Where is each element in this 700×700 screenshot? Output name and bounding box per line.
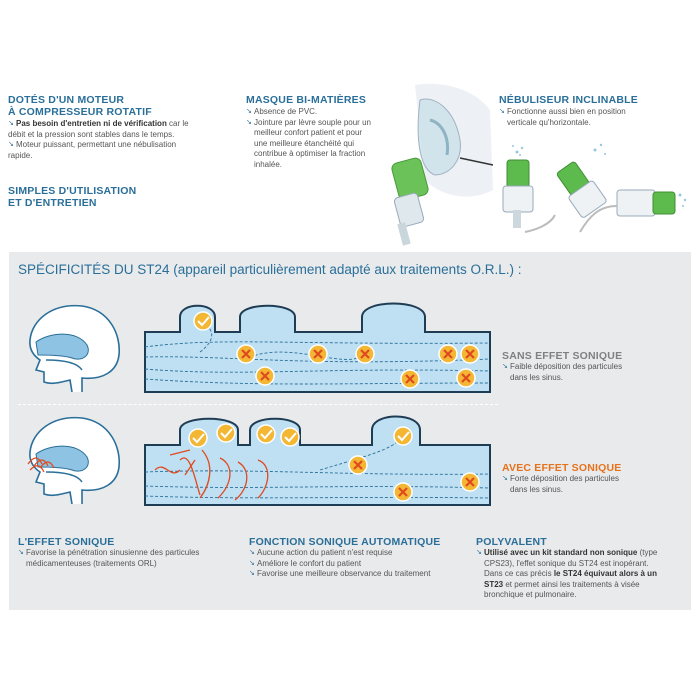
nebuliseur-bullet-1: ↘ Fonctionne aussi bien en position vert… (499, 107, 626, 127)
effet-sonique-title: L'EFFET SONIQUE (18, 536, 115, 548)
fonction-bullet-1: ↘Aucune action du patient n'est requise (249, 548, 393, 557)
feature-nebuliseur: NÉBULISEUR INCLINABLE ↘ Fonctionne aussi… (499, 94, 689, 128)
moteur-bullet-1: ↘ Pas besoin d'entretien ni de vérificat… (8, 119, 189, 139)
mask-illustration (391, 83, 494, 246)
arrow-icon: ↘ (246, 118, 252, 126)
fonction-bullet-3: ↘Favorise une meilleure observance du tr… (249, 569, 431, 578)
moteur-title: DOTÉS D'UN MOTEUR À COMPRESSEUR ROTATIF (8, 94, 152, 118)
moteur-bullet-2: ↘ Moteur puissant, permettant une nébuli… (8, 140, 177, 160)
polyvalent-bullet: ↘ Utilisé avec un kit standard non soniq… (476, 548, 658, 599)
masque-bullet-2: ↘ Jointure par lèvre souple pour un meil… (246, 117, 371, 169)
avec-effet-block: AVEC EFFET SONIQUE ↘ Forte déposition de… (502, 462, 682, 495)
masque-title: MASQUE BI-MATIÈRES (246, 94, 367, 106)
polyvalent-title: POLYVALENT (476, 536, 547, 548)
nebuliseur-title: NÉBULISEUR INCLINABLE (499, 94, 638, 106)
check-icons (193, 311, 213, 331)
feature-masque: MASQUE BI-MATIÈRES ↘ Absence de PVC. ↘ J… (246, 94, 396, 170)
head-illustration-avec (27, 416, 120, 505)
arrow-icon: ↘ (8, 141, 14, 148)
avec-effet-title: AVEC EFFET SONIQUE (502, 462, 622, 474)
fonction-sonique-block: FONCTION SONIQUE AUTOMATIQUE ↘Aucune act… (249, 536, 469, 580)
masque-bullet-1: ↘ Absence de PVC. (246, 107, 318, 116)
arrow-icon: ↘ (502, 475, 508, 482)
nebulizer-illustration (502, 143, 687, 233)
effet-sonique-bullet: ↘ Favorise la pénétration sinusienne des… (18, 548, 200, 568)
polyvalent-block: POLYVALENT ↘ Utilisé avec un kit standar… (476, 536, 681, 601)
arrow-icon: ↘ (499, 108, 505, 115)
arrow-icon: ↘ (249, 559, 255, 567)
sans-effet-block: SANS EFFET SONIQUE ↘ Faible déposition d… (502, 350, 682, 383)
spec-title: SPÉCIFICITÉS DU ST24 (appareil particuli… (18, 262, 522, 277)
arrow-icon: ↘ (18, 549, 24, 556)
head-illustration-sans (29, 304, 120, 393)
arrow-icon: ↘ (249, 549, 255, 556)
arrow-icon: ↘ (246, 108, 252, 115)
avec-effet-bullet: ↘ Forte déposition des particules dans l… (502, 474, 619, 494)
divider (18, 404, 498, 405)
arrow-icon: ↘ (249, 570, 255, 577)
fonction-bullet-2: ↘Améliore le confort du patient (249, 558, 362, 568)
simples-title: SIMPLES D'UTILISATION ET D'ENTRETIEN (8, 185, 137, 209)
arrow-icon: ↘ (502, 363, 508, 370)
sinus-diagram-sans (144, 302, 491, 393)
arrow-icon: ↘ (476, 549, 482, 556)
sans-effet-title: SANS EFFET SONIQUE (502, 350, 623, 362)
spec-panel (9, 252, 691, 610)
effet-sonique-block: L'EFFET SONIQUE ↘ Favorise la pénétratio… (18, 536, 243, 569)
sinus-diagram-avec (144, 415, 491, 506)
fonction-sonique-title: FONCTION SONIQUE AUTOMATIQUE (249, 536, 441, 548)
sans-effet-bullet: ↘ Faible déposition des particules dans … (502, 362, 623, 382)
feature-moteur: DOTÉS D'UN MOTEUR À COMPRESSEUR ROTATIF … (8, 94, 234, 161)
arrow-icon: ↘ (8, 120, 14, 127)
